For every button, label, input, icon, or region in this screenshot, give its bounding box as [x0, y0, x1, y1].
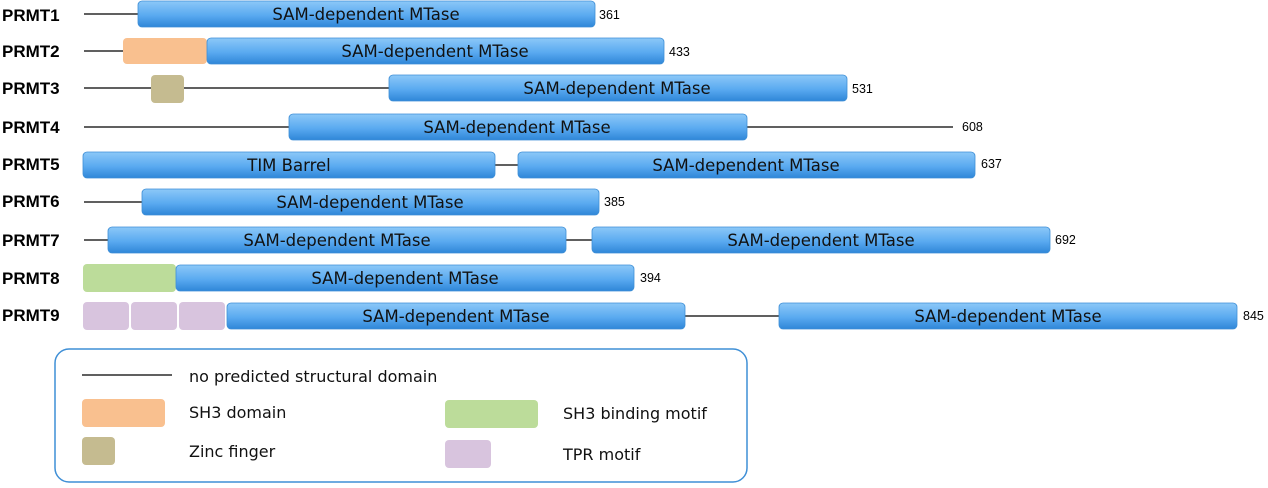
domain-label: TIM Barrel [246, 156, 331, 175]
row-label: PRMT3 [2, 79, 60, 98]
row-label: PRMT2 [2, 42, 60, 61]
length-label: 531 [852, 82, 873, 96]
domain-label: SAM-dependent MTase [311, 269, 498, 288]
length-label: 637 [981, 157, 1002, 171]
mtase-domain: SAM-dependent MTase [288, 113, 748, 141]
mtase-domain: SAM-dependent MTase [591, 226, 1051, 254]
row-prmt8: PRMT8 SAM-dependent MTase 394 [2, 264, 661, 292]
row-prmt4: PRMT4 SAM-dependent MTase 608 [2, 113, 983, 141]
zinc-finger-box [151, 75, 184, 103]
sh3-binding-motif-box [83, 264, 176, 292]
domain-label: SAM-dependent MTase [914, 307, 1101, 326]
legend-sh3-binding-motif-swatch [445, 400, 538, 428]
legend-box [54, 348, 748, 483]
length-label: 433 [669, 45, 690, 59]
length-label: 845 [1243, 309, 1264, 323]
length-label: 385 [604, 195, 625, 209]
legend-zinc-finger-swatch [82, 437, 115, 465]
row-prmt1: PRMT1 SAM-dependent MTase 361 [2, 0, 620, 28]
row-prmt7: PRMT7 SAM-dependent MTase SAM-dependent … [2, 226, 1076, 254]
domain-label: SAM-dependent MTase [727, 231, 914, 250]
domain-label: SAM-dependent MTase [272, 5, 459, 24]
mtase-domain: SAM-dependent MTase [517, 151, 976, 179]
mtase-domain: SAM-dependent MTase [137, 0, 596, 28]
domain-label: SAM-dependent MTase [243, 231, 430, 250]
tim-barrel-domain: TIM Barrel [82, 151, 496, 179]
domain-label: SAM-dependent MTase [362, 307, 549, 326]
domain-label: SAM-dependent MTase [423, 118, 610, 137]
mtase-domain: SAM-dependent MTase [141, 188, 600, 216]
domain-label: SAM-dependent MTase [652, 156, 839, 175]
domain-label: SAM-dependent MTase [276, 193, 463, 212]
row-prmt5: PRMT5 TIM Barrel SAM-dependent MTase 637 [2, 151, 1002, 179]
row-prmt2: PRMT2 SAM-dependent MTase 433 [2, 37, 690, 65]
legend-zinc-finger-label: Zinc finger [189, 442, 276, 461]
length-label: 692 [1055, 233, 1076, 247]
row-label: PRMT6 [2, 192, 60, 211]
row-prmt9: PRMT9 SAM-dependent MTase SAM-dependent … [2, 302, 1264, 330]
row-label: PRMT4 [2, 118, 60, 137]
mtase-domain: SAM-dependent MTase [226, 302, 686, 330]
mtase-domain: SAM-dependent MTase [107, 226, 567, 254]
length-label: 608 [962, 120, 983, 134]
tpr-motif-box [179, 302, 225, 330]
mtase-domain: SAM-dependent MTase [206, 37, 665, 65]
length-label: 394 [640, 271, 661, 285]
tpr-motif-box [131, 302, 177, 330]
mtase-domain: SAM-dependent MTase [778, 302, 1238, 330]
row-label: PRMT5 [2, 155, 60, 174]
legend-sh3-domain-swatch [82, 399, 165, 427]
legend-sh3-domain-label: SH3 domain [189, 403, 286, 422]
legend-sh3-binding-motif-label: SH3 binding motif [563, 404, 707, 423]
legend-tpr-motif-label: TPR motif [562, 445, 641, 464]
domain-label: SAM-dependent MTase [523, 79, 710, 98]
row-label: PRMT1 [2, 6, 60, 25]
mtase-domain: SAM-dependent MTase [388, 74, 848, 102]
row-prmt3: PRMT3 SAM-dependent MTase 531 [2, 74, 873, 103]
row-label: PRMT8 [2, 269, 60, 288]
tpr-motif-box [83, 302, 129, 330]
row-prmt6: PRMT6 SAM-dependent MTase 385 [2, 188, 625, 216]
legend-no-domain-label: no predicted structural domain [189, 367, 437, 386]
sh3-domain-box [123, 38, 207, 64]
length-label: 361 [599, 8, 620, 22]
legend-tpr-motif-swatch [445, 440, 491, 468]
domain-label: SAM-dependent MTase [341, 42, 528, 61]
legend: no predicted structural domain SH3 domai… [54, 348, 748, 483]
mtase-domain: SAM-dependent MTase [175, 264, 635, 292]
row-label: PRMT9 [2, 306, 60, 325]
row-label: PRMT7 [2, 231, 60, 250]
